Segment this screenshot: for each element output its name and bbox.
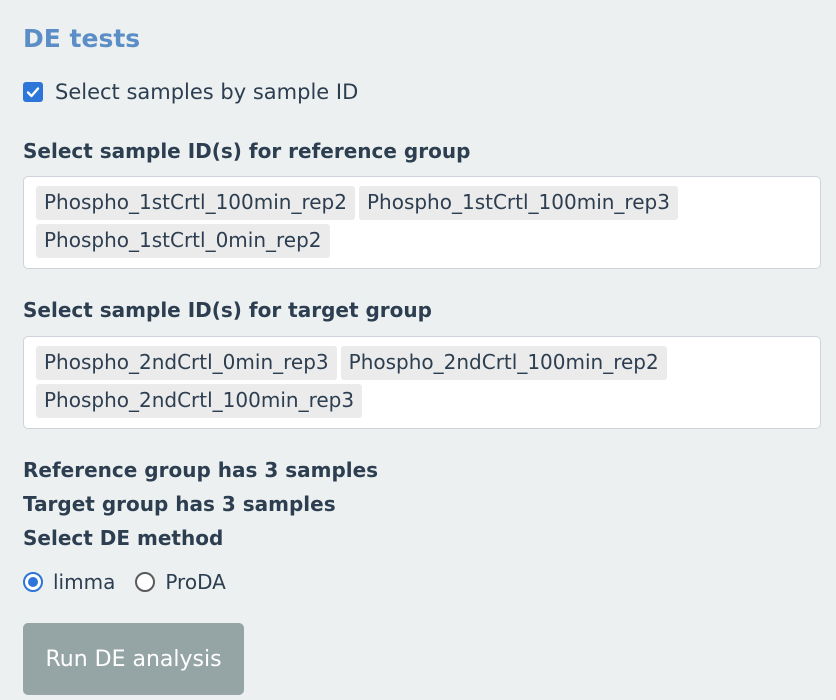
radio-proda[interactable] [135,572,156,592]
de-method-label: Select DE method [23,526,224,550]
reference-group-label: Select sample ID(s) for reference group [23,139,471,163]
radio-limma-label[interactable]: limma [53,570,116,594]
radio-proda-label[interactable]: ProDA [165,570,226,594]
radio-dot-icon [28,577,38,587]
select-by-id-checkbox[interactable] [23,82,43,102]
reference-sample-chip[interactable]: Phospho_1stCrtl_0min_rep2 [36,224,330,258]
de-method-radio-group: limma ProDA [23,570,246,594]
select-by-id-row[interactable]: Select samples by sample ID [23,80,358,104]
target-sample-chip[interactable]: Phospho_2ndCrtl_0min_rep3 [36,346,337,380]
reference-group-select[interactable]: Phospho_1stCrtl_100min_rep2 Phospho_1stC… [23,176,821,269]
target-group-label: Select sample ID(s) for target group [23,298,432,322]
target-group-select[interactable]: Phospho_2ndCrtl_0min_rep3 Phospho_2ndCrt… [23,336,821,429]
radio-limma[interactable] [23,572,43,592]
target-count-text: Target group has 3 samples [23,492,336,516]
run-de-analysis-button[interactable]: Run DE analysis [23,623,244,695]
section-title: DE tests [23,24,141,53]
target-sample-chip[interactable]: Phospho_2ndCrtl_100min_rep3 [36,384,363,418]
target-sample-chip[interactable]: Phospho_2ndCrtl_100min_rep2 [340,346,667,380]
checkmark-icon [26,87,40,98]
select-by-id-label[interactable]: Select samples by sample ID [55,80,359,104]
reference-sample-chip[interactable]: Phospho_1stCrtl_100min_rep2 [36,186,355,220]
reference-count-text: Reference group has 3 samples [23,458,379,482]
reference-sample-chip[interactable]: Phospho_1stCrtl_100min_rep3 [358,186,678,220]
